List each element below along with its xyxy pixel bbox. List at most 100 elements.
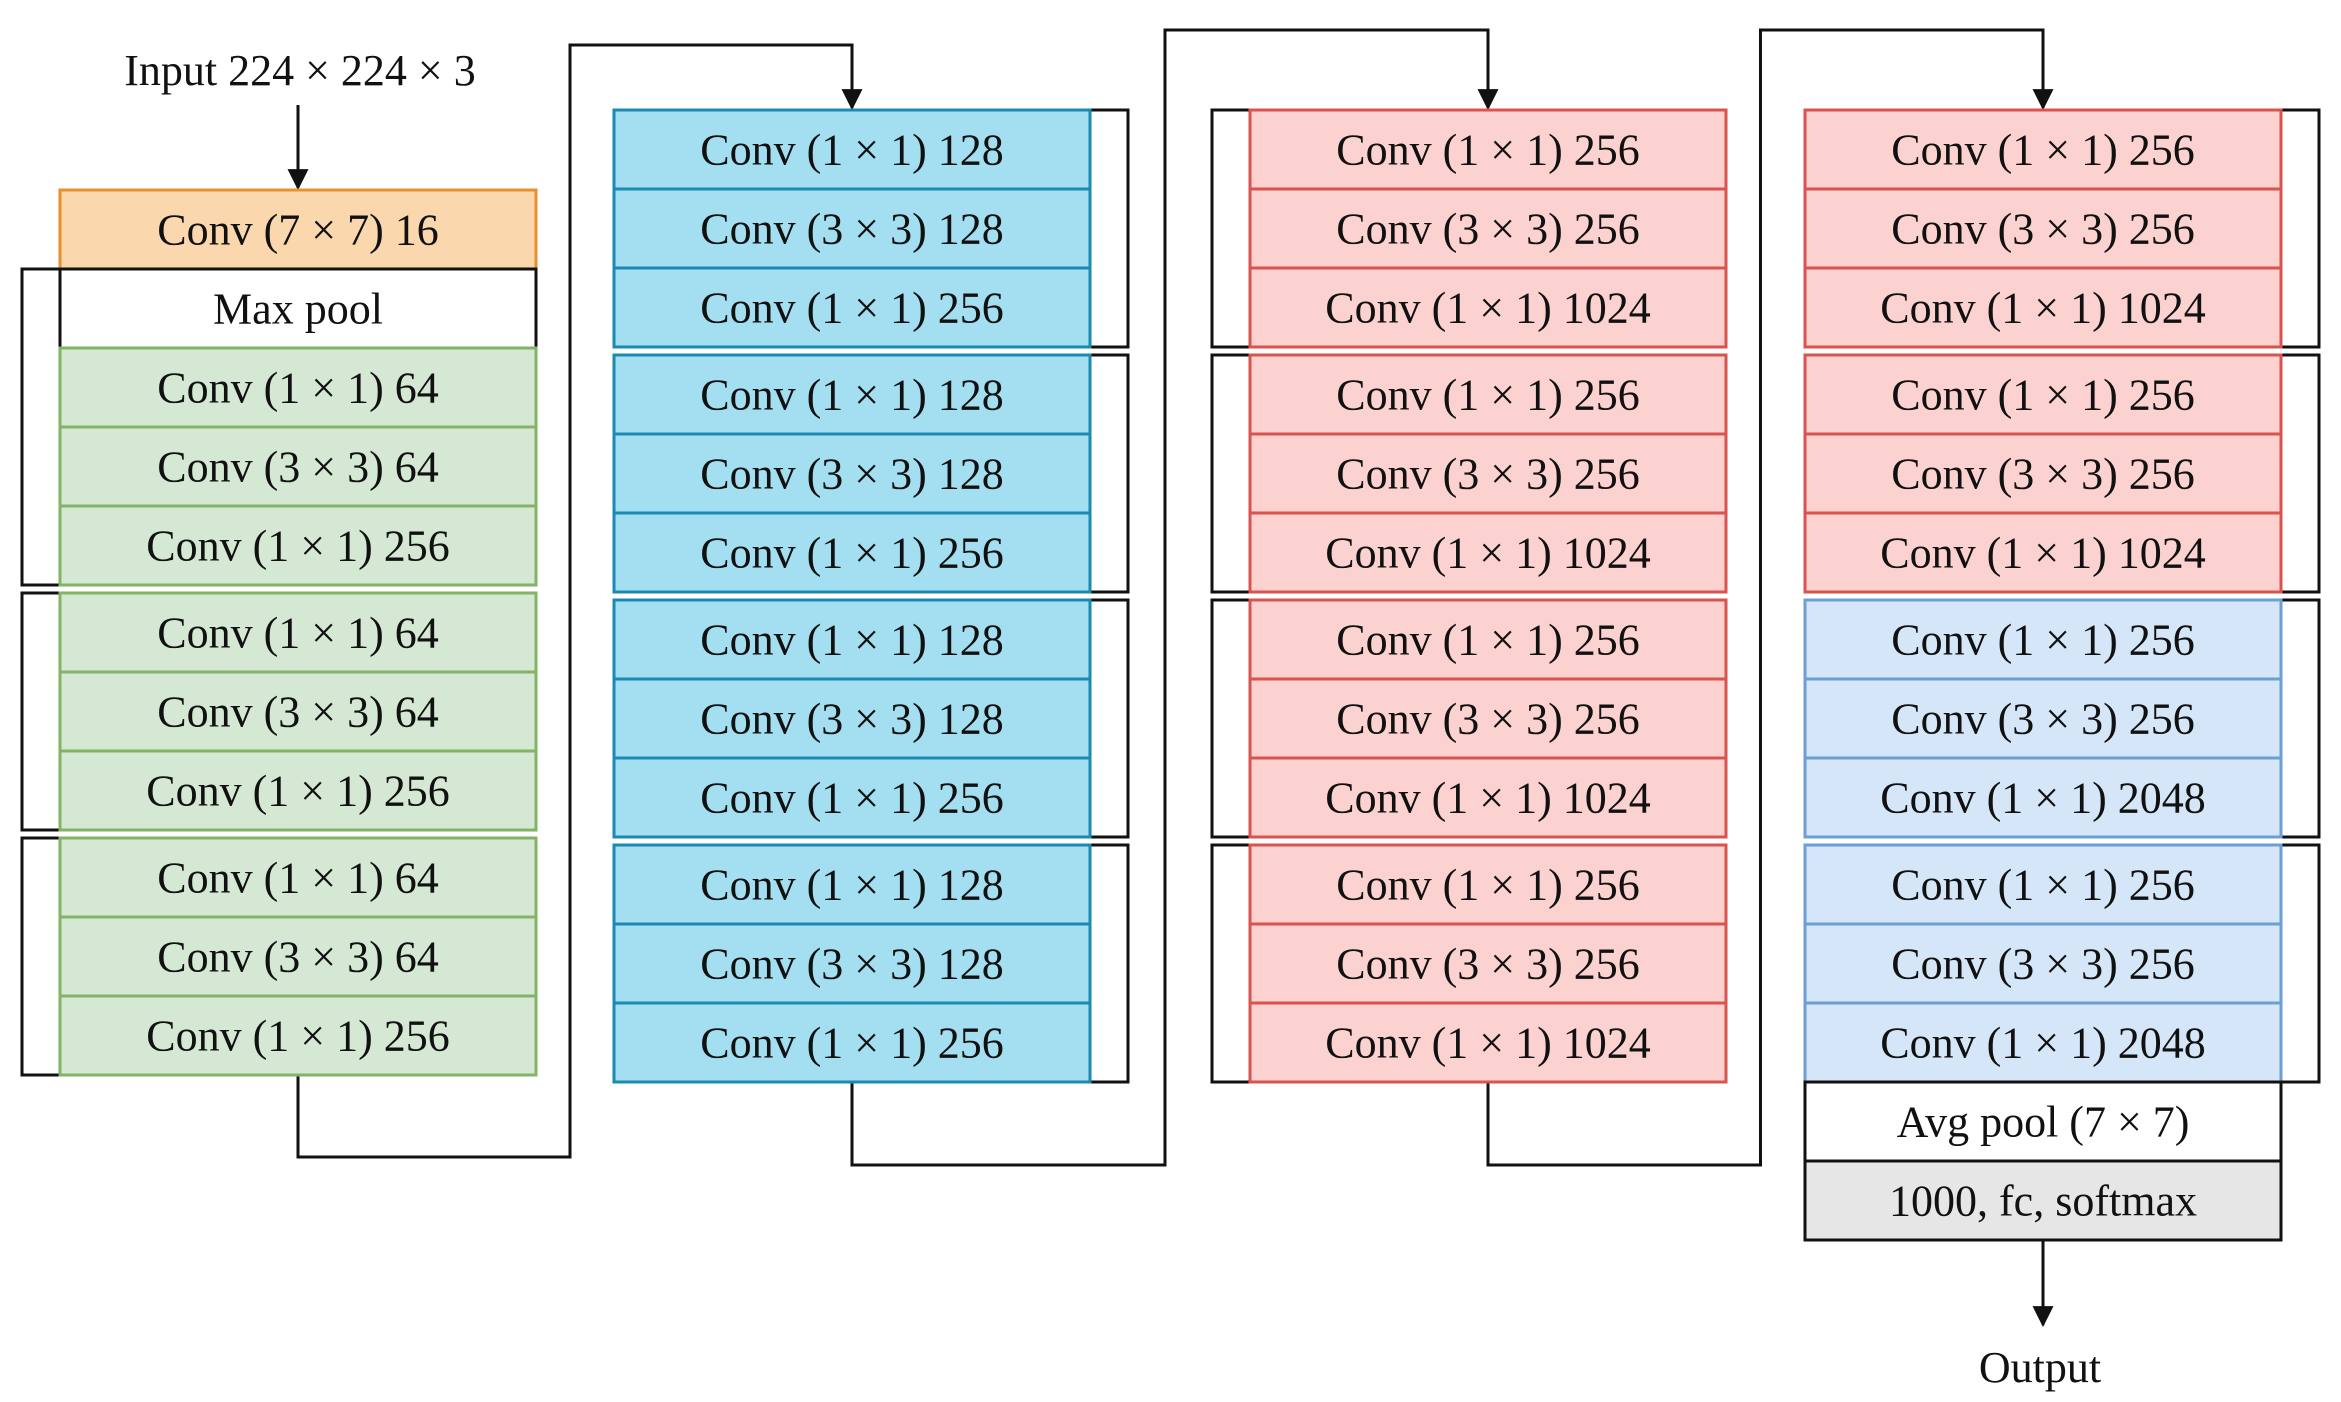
conv-layer-3-3-0: Conv (1 × 1) 256 (1803, 843, 2283, 926)
conv-layer-3-0-1-label: Conv (3 × 3) 256 (1891, 205, 2194, 254)
conv-layer-1-0-1-label: Conv (3 × 3) 128 (700, 205, 1003, 254)
stage-connector-arrow-3 (1486, 28, 2054, 1167)
conv-layer-2-1-2: Conv (1 × 1) 1024 (1248, 511, 1728, 594)
conv-layer-1-1-1: Conv (3 × 3) 128 (612, 432, 1092, 515)
conv-layer-1-3-0-label: Conv (1 × 1) 128 (700, 861, 1003, 910)
conv-layer-2-2-1: Conv (3 × 3) 256 (1248, 677, 1728, 760)
conv-layer-0-0-2-label: Conv (1 × 1) 256 (146, 522, 449, 571)
conv-layer-0-0-1-label: Conv (3 × 3) 64 (157, 443, 438, 492)
conv-layer-3-3-2-box (1803, 1001, 2283, 1084)
conv-layer-3-2-1-box (1803, 677, 2283, 760)
conv-layer-3-1-0-label: Conv (1 × 1) 256 (1891, 371, 2194, 420)
conv-layer-3-0-2: Conv (1 × 1) 1024 (1803, 266, 2283, 349)
conv-layer-1-1-2: Conv (1 × 1) 256 (612, 511, 1092, 594)
conv-layer-1-1-2-label: Conv (1 × 1) 256 (700, 529, 1003, 578)
conv-layer-3-3-1-box (1803, 922, 2283, 1005)
conv-layer-0-0-0-box (58, 346, 538, 429)
tail-block-3-1: 1000, fc, softmax (1803, 1159, 2283, 1242)
conv-layer-2-3-2-box (1248, 1001, 1728, 1084)
conv-layer-3-2-0-label: Conv (1 × 1) 256 (1891, 616, 2194, 665)
conv-layer-3-0-2-box (1803, 266, 2283, 349)
conv-layer-3-3-2-label: Conv (1 × 1) 2048 (1880, 1019, 2205, 1068)
conv-layer-1-2-2-box (612, 756, 1092, 839)
skip-connection-bracket (20, 836, 60, 1077)
conv-layer-1-3-2-label: Conv (1 × 1) 256 (700, 1019, 1003, 1068)
conv-layer-0-1-2-box (58, 749, 538, 832)
conv-layer-1-3-0-box (612, 843, 1092, 926)
skip-connection-bracket (2281, 843, 2321, 1084)
conv-layer-0-0-2-box (58, 504, 538, 587)
conv-layer-2-3-0: Conv (1 × 1) 256 (1248, 843, 1728, 926)
conv-layer-1-1-0-label: Conv (1 × 1) 128 (700, 371, 1003, 420)
conv-layer-1-2-0-box (612, 598, 1092, 681)
stage-connector-arrow-2 (850, 28, 1499, 1167)
skip-connection-bracket (1210, 843, 1250, 1084)
skip-connection-bracket (20, 591, 60, 832)
conv-layer-0-1-0-box (58, 591, 538, 674)
conv-layer-1-2-2: Conv (1 × 1) 256 (612, 756, 1092, 839)
tail-block-3-1-box (1803, 1159, 2283, 1242)
conv-layer-3-1-0: Conv (1 × 1) 256 (1803, 353, 2283, 436)
stage-connector-arrow-1 (296, 43, 863, 1159)
conv-layer-2-0-0: Conv (1 × 1) 256 (1248, 108, 1728, 191)
conv-layer-2-3-1-label: Conv (3 × 3) 256 (1336, 940, 1639, 989)
conv-layer-3-3-1-label: Conv (3 × 3) 256 (1891, 940, 2194, 989)
conv-layer-3-0-1: Conv (3 × 3) 256 (1803, 187, 2283, 270)
tail-block-3-0-label: Avg pool (7 × 7) (1897, 1098, 2190, 1147)
conv-layer-2-2-0-label: Conv (1 × 1) 256 (1336, 616, 1639, 665)
conv-layer-2-1-1-label: Conv (3 × 3) 256 (1336, 450, 1639, 499)
conv-layer-0-2-1: Conv (3 × 3) 64 (58, 915, 538, 998)
conv-layer-1-1-1-label: Conv (3 × 3) 128 (700, 450, 1003, 499)
conv-layer-3-1-0-box (1803, 353, 2283, 436)
skip-connection-bracket (1090, 843, 1130, 1084)
conv-layer-2-3-1-box (1248, 922, 1728, 1005)
conv-layer-2-0-2-label: Conv (1 × 1) 1024 (1325, 284, 1650, 333)
conv-layer-0-2-0-box (58, 836, 538, 919)
output-label: Output (1978, 1343, 2102, 1392)
conv-layer-3-2-1: Conv (3 × 3) 256 (1803, 677, 2283, 760)
conv-layer-2-2-2-label: Conv (1 × 1) 1024 (1325, 774, 1650, 823)
conv-layer-0-0-1-box (58, 425, 538, 508)
skip-connection-bracket (2281, 108, 2321, 349)
conv-layer-1-1-1-box (612, 432, 1092, 515)
conv-layer-2-2-2: Conv (1 × 1) 1024 (1248, 756, 1728, 839)
conv-layer-2-0-2: Conv (1 × 1) 1024 (1248, 266, 1728, 349)
conv-layer-1-0-2-label: Conv (1 × 1) 256 (700, 284, 1003, 333)
conv-layer-1-0-1: Conv (3 × 3) 128 (612, 187, 1092, 270)
conv-layer-2-1-1-box (1248, 432, 1728, 515)
conv-layer-2-2-1-label: Conv (3 × 3) 256 (1336, 695, 1639, 744)
skip-connection-bracket (1090, 598, 1130, 839)
conv-layer-3-1-1: Conv (3 × 3) 256 (1803, 432, 2283, 515)
skip-connection-bracket (1210, 108, 1250, 349)
conv-layer-1-2-0-label: Conv (1 × 1) 128 (700, 616, 1003, 665)
skip-connection-bracket (1210, 353, 1250, 594)
stem-block-0-1: Max pool (58, 267, 538, 350)
conv-layer-1-3-1-label: Conv (3 × 3) 128 (700, 940, 1003, 989)
conv-layer-1-0-0-label: Conv (1 × 1) 128 (700, 126, 1003, 175)
conv-layer-2-0-0-label: Conv (1 × 1) 256 (1336, 126, 1639, 175)
conv-layer-0-1-1-label: Conv (3 × 3) 64 (157, 688, 438, 737)
conv-layer-3-1-1-label: Conv (3 × 3) 256 (1891, 450, 2194, 499)
conv-layer-0-1-0: Conv (1 × 1) 64 (58, 591, 538, 674)
tail-block-3-1-label: 1000, fc, softmax (1889, 1177, 2197, 1226)
conv-layer-3-3-1: Conv (3 × 3) 256 (1803, 922, 2283, 1005)
tail-block-3-0: Avg pool (7 × 7) (1803, 1080, 2283, 1163)
conv-layer-1-0-1-box (612, 187, 1092, 270)
conv-layer-3-1-2-label: Conv (1 × 1) 1024 (1880, 529, 2205, 578)
conv-layer-1-1-0-box (612, 353, 1092, 436)
conv-layer-3-1-2: Conv (1 × 1) 1024 (1803, 511, 2283, 594)
skip-connection-bracket (2281, 353, 2321, 594)
conv-layer-1-0-2-box (612, 266, 1092, 349)
stem-block-0-0: Conv (7 × 7) 16 (58, 188, 538, 271)
conv-layer-0-2-2-label: Conv (1 × 1) 256 (146, 1012, 449, 1061)
conv-layer-1-2-1-label: Conv (3 × 3) 128 (700, 695, 1003, 744)
conv-layer-0-2-2: Conv (1 × 1) 256 (58, 994, 538, 1077)
conv-layer-1-3-2-box (612, 1001, 1092, 1084)
skip-connection-bracket (1090, 108, 1130, 349)
conv-layer-1-2-2-label: Conv (1 × 1) 256 (700, 774, 1003, 823)
conv-layer-0-0-0-label: Conv (1 × 1) 64 (157, 364, 438, 413)
stem-block-0-0-label: Conv (7 × 7) 16 (157, 206, 438, 255)
skip-connection-bracket (20, 267, 60, 587)
skip-connection-bracket (1090, 353, 1130, 594)
conv-layer-0-2-1-box (58, 915, 538, 998)
